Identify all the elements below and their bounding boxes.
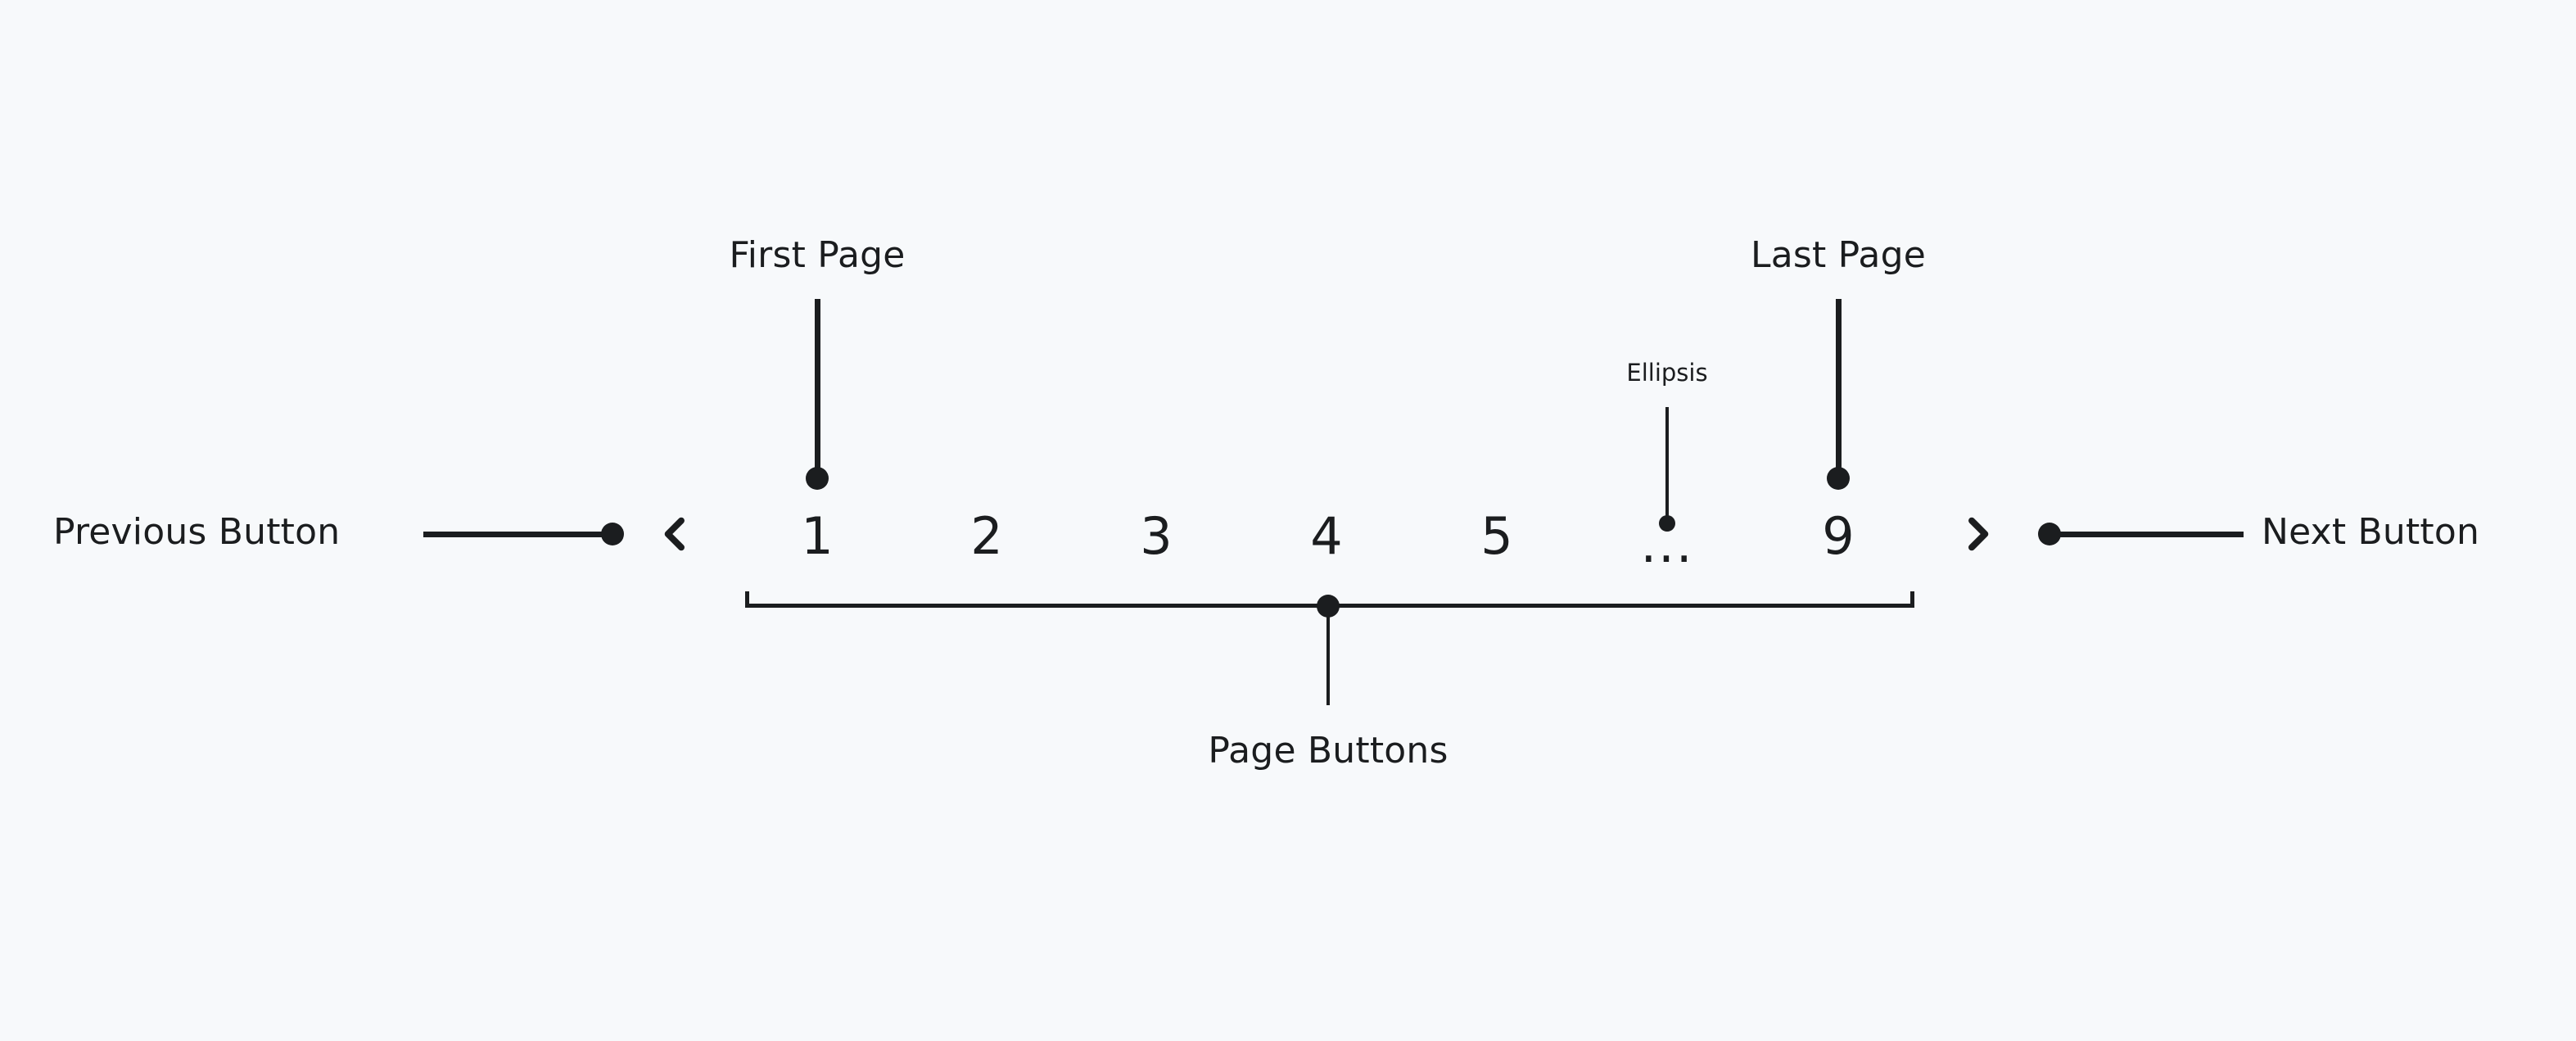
page-button-2[interactable]: 2 <box>970 506 1003 566</box>
leader-line-next-button <box>2057 532 2244 537</box>
leader-line-first-page <box>815 299 820 478</box>
annotation-label-next-button: Next Button <box>2262 511 2480 553</box>
page-button-5[interactable]: 5 <box>1480 506 1513 566</box>
leader-line-ellipsis <box>1665 407 1669 519</box>
group-bracket-left-tick <box>745 591 749 608</box>
leader-dot-last-page <box>1827 467 1850 490</box>
group-bracket-right-tick <box>1910 591 1914 608</box>
leader-dot-first-page <box>806 467 829 490</box>
page-button-9[interactable]: 9 <box>1822 506 1855 566</box>
annotation-label-page-buttons: Page Buttons <box>1208 730 1448 772</box>
page-button-1[interactable]: 1 <box>801 506 834 566</box>
chevron-left-icon <box>664 517 685 551</box>
next-page-button[interactable] <box>1955 511 2000 557</box>
leader-line-previous-button <box>423 532 618 537</box>
leader-dot-previous-button <box>601 523 624 545</box>
chevron-right-icon <box>1968 517 1989 551</box>
annotation-label-previous-button: Previous Button <box>53 511 341 553</box>
page-button-3[interactable]: 3 <box>1140 506 1173 566</box>
leader-line-page-buttons <box>1326 613 1330 705</box>
leader-line-last-page <box>1836 299 1842 478</box>
leader-dot-ellipsis <box>1659 515 1675 532</box>
annotation-label-last-page: Last Page <box>1751 234 1926 276</box>
previous-page-button[interactable] <box>653 511 698 557</box>
annotation-label-first-page: First Page <box>729 234 906 276</box>
annotation-label-ellipsis: Ellipsis <box>1626 359 1708 387</box>
page-button-4[interactable]: 4 <box>1310 506 1343 566</box>
